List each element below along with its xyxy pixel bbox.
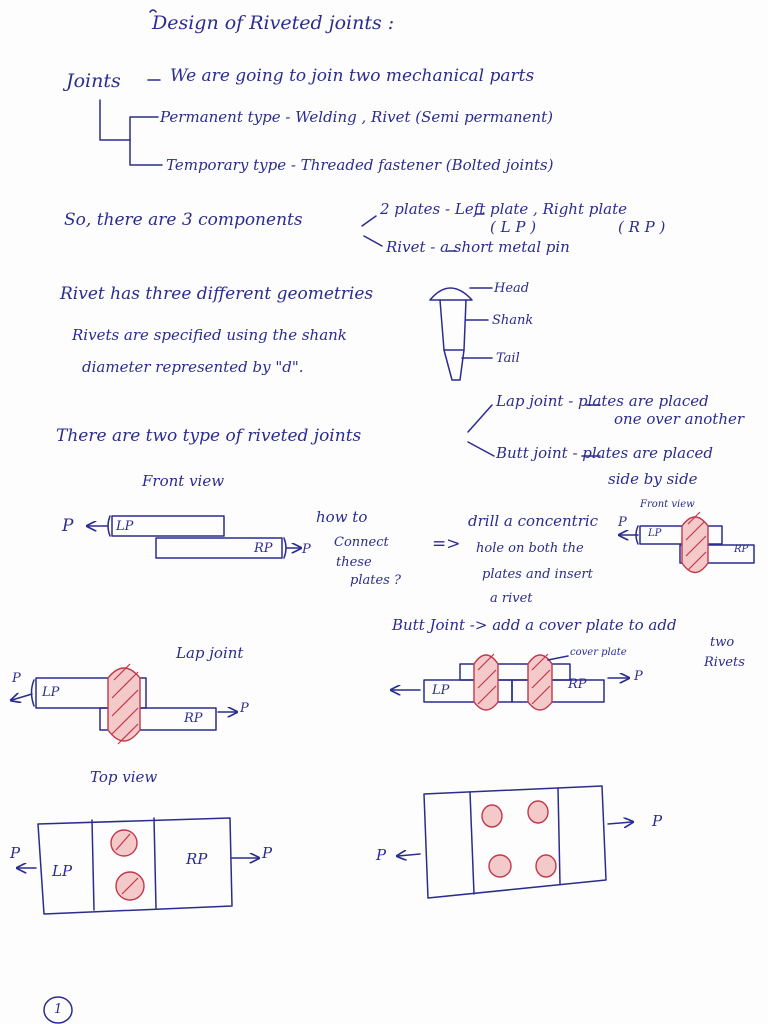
components-lp: ( L P ) (490, 218, 537, 236)
components-bracket (361, 213, 485, 252)
lap-joint-diagram (12, 663, 236, 745)
joint-types-lead: There are two type of riveted joints (56, 426, 362, 446)
top-view-p-right: P (262, 844, 273, 862)
small-front-p: P (618, 515, 627, 530)
small-front-lp: LP (648, 528, 662, 539)
cover-plate-label: cover plate (570, 647, 627, 658)
question-line2: Connect (334, 535, 389, 550)
temporary-type: Temporary type - Threaded fastener (Bolt… (166, 156, 554, 174)
answer-line1: drill a concentric (468, 512, 599, 530)
butt-joint-label-b: two (710, 635, 735, 650)
top-view-label: Top view (90, 768, 158, 786)
top-view-p-left: P (10, 844, 21, 862)
front-view-plates (88, 515, 300, 559)
question-line1: how to (316, 508, 368, 526)
components-plates: 2 plates - Left plate , Right plate (380, 200, 627, 218)
joints-text: We are going to join two mechanical part… (170, 66, 535, 86)
lap-joint-lp: LP (42, 685, 60, 700)
lap-joint-def-a: Lap joint - plates are placed (496, 392, 709, 410)
butt-joint-def-a: Butt joint - plates are placed (496, 444, 713, 462)
question-line3: these (336, 555, 372, 570)
answer-line4: a rivet (490, 591, 533, 606)
rivet-diagram (429, 287, 493, 381)
components-rp: ( R P ) (618, 218, 666, 236)
butt-joint-def-b: side by side (608, 470, 698, 488)
components-rivet: Rivet - a short metal pin (386, 238, 570, 256)
front-view-p-left: P (62, 516, 74, 536)
butt-joint-lp: LP (432, 683, 450, 698)
rivet-geometry-line1: Rivet has three different geometries (60, 284, 374, 304)
rivet-head-label: Head (494, 281, 530, 296)
rivet-geometry-line3: diameter represented by "d". (82, 358, 304, 376)
rivet-shank-label: Shank (492, 313, 534, 328)
front-view-label: Front view (142, 472, 225, 490)
components-lead: So, there are 3 components (64, 210, 303, 230)
joint-types-bracket (467, 404, 601, 457)
front-view-p-right: P (302, 542, 311, 557)
top-view-right (398, 785, 632, 899)
page-number-circle (43, 996, 73, 1024)
butt-joint-label: Butt Joint -> add a cover plate to add (392, 616, 677, 634)
front-view-rp: RP (254, 541, 273, 556)
top-view-lp: LP (52, 862, 73, 880)
answer-line3: plates and insert (482, 567, 593, 582)
front-view-lp: LP (116, 519, 134, 534)
lap-joint-label: Lap joint (176, 644, 244, 662)
top-view-right-p-right: P (652, 812, 663, 830)
rivet-geometry-line2: Rivets are specified using the shank (72, 326, 347, 344)
top-view-rp: RP (186, 850, 208, 868)
lap-joint-def-b: one over another (614, 410, 745, 428)
question-line4: plates ? (350, 573, 401, 588)
lap-joint-p-right: P (240, 701, 249, 716)
joints-tree (99, 79, 163, 166)
top-view-right-p-left: P (376, 846, 387, 864)
small-front-view-label: Front view (640, 499, 695, 510)
lap-joint-rp: RP (184, 711, 203, 726)
title-mark (149, 9, 157, 13)
small-front-rp: RP (734, 544, 749, 555)
joints-label: Joints (66, 70, 121, 92)
small-front-view (620, 511, 755, 574)
implies-arrow: => (432, 534, 461, 554)
butt-joint-label-c: Rivets (704, 655, 745, 670)
permanent-type: Permanent type - Welding , Rivet (Semi p… (160, 108, 553, 126)
butt-joint-p-right: P (634, 669, 643, 684)
answer-line2: hole on both the (476, 541, 584, 556)
lap-joint-p-left: P (12, 671, 21, 686)
page-number: 1 (54, 1002, 63, 1017)
butt-joint-rp: RP (568, 677, 587, 692)
butt-joint-diagram (392, 653, 628, 711)
rivet-tail-label: Tail (496, 351, 520, 366)
top-view-left (18, 817, 258, 915)
page-title: Design of Riveted joints : (152, 12, 395, 34)
